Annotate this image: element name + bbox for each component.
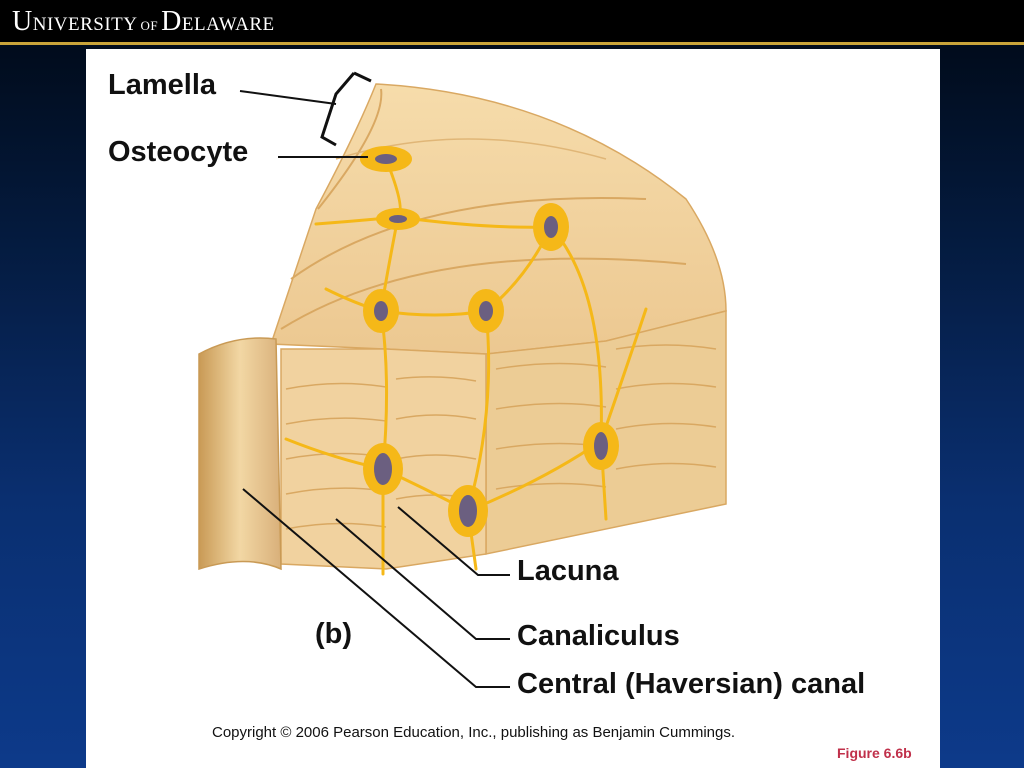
label-canaliculus: Canaliculus	[517, 620, 680, 652]
leader-lines	[239, 90, 510, 688]
header-divider	[0, 42, 1024, 45]
lacuna-leader	[397, 506, 510, 576]
osteocyte-cell	[448, 485, 488, 537]
copyright-notice: Copyright © 2006 Pearson Education, Inc.…	[212, 724, 736, 741]
osteocyte-cell	[533, 203, 569, 251]
lamella-ridges	[285, 344, 717, 530]
label-osteocyte: Osteocyte	[108, 136, 249, 168]
osteocyte-cell	[583, 422, 619, 470]
panel-letter: (b)	[315, 618, 353, 650]
lamella-bracket	[320, 72, 356, 147]
figure-panel: Lamella Osteocyte Lacuna (b) Canaliculus…	[86, 49, 940, 768]
osteocyte-cell	[363, 289, 399, 333]
figure-number: Figure 6.6b	[837, 745, 912, 761]
osteocytes	[360, 146, 619, 537]
label-lamella: Lamella	[108, 69, 216, 101]
bone-osteon-diagram	[198, 71, 727, 688]
label-central-canal: Central (Haversian) canal	[517, 668, 866, 700]
osteocyte-cell	[363, 443, 403, 495]
lamella-leader	[239, 90, 337, 105]
osteocyte-cell	[468, 289, 504, 333]
osteocyte-cell	[360, 146, 412, 172]
osteocyte-cell	[376, 208, 420, 230]
central-canal-leader	[242, 488, 510, 688]
canaliculus-leader	[335, 518, 510, 640]
central-canal	[198, 337, 282, 571]
label-lacuna: Lacuna	[517, 555, 619, 587]
